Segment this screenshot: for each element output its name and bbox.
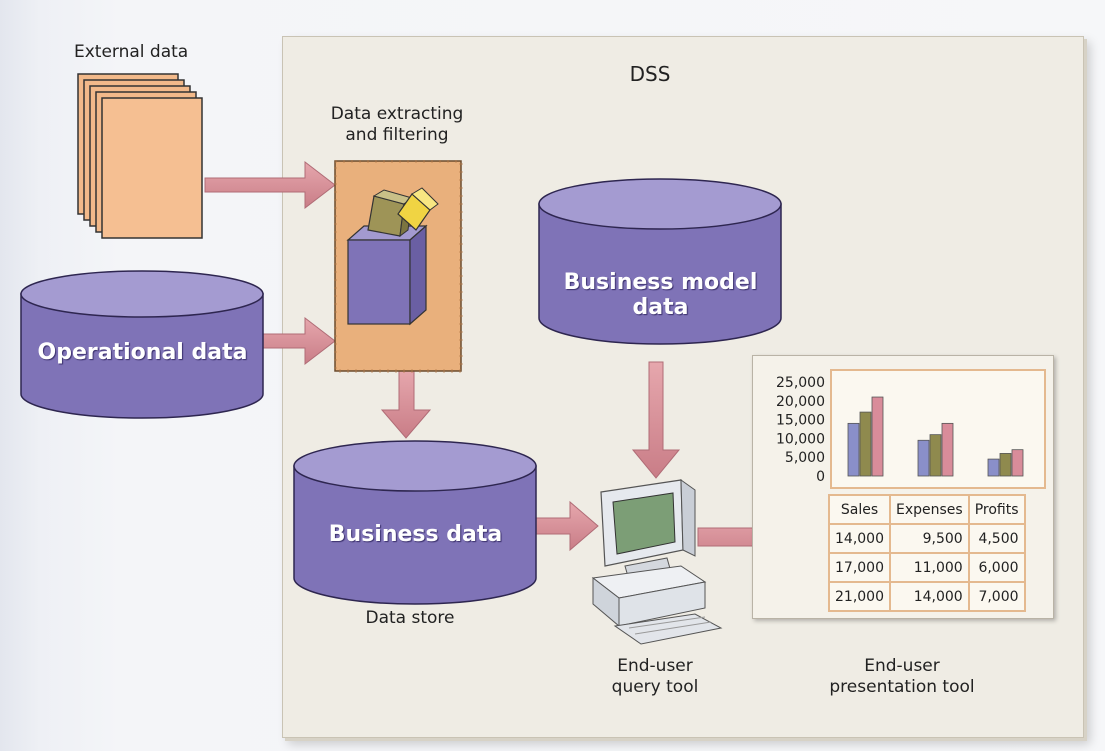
chart-bar — [872, 397, 883, 476]
business-data-cylinder: Business data — [293, 440, 538, 605]
extracting-filter-box — [334, 160, 464, 375]
chart-bar — [860, 412, 871, 476]
arrow-operational-to-filter — [262, 318, 335, 364]
table-header: Expenses — [890, 495, 969, 524]
table-cell: 9,500 — [890, 524, 969, 553]
y-tick-label: 15,000 — [776, 413, 825, 429]
computer-icon — [585, 476, 725, 654]
chart-bar — [942, 423, 953, 476]
arrow-documents-to-filter — [205, 162, 335, 208]
arrow-filter-to-business-data — [382, 370, 430, 438]
y-tick-label: 20,000 — [776, 394, 825, 410]
table-cell: 14,000 — [829, 524, 890, 553]
table-row: 21,000 14,000 7,000 — [829, 582, 1025, 611]
table-cell: 14,000 — [890, 582, 969, 611]
table-header: Sales — [829, 495, 890, 524]
y-tick-label: 0 — [816, 469, 825, 485]
arrow-model-to-query-tool — [633, 362, 679, 478]
filter-cube-icon — [348, 226, 426, 324]
chart-bar — [930, 435, 941, 476]
y-tick-label: 25,000 — [776, 375, 825, 391]
results-table: Sales Expenses Profits 14,000 9,500 4,50… — [828, 494, 1026, 612]
table-header: Profits — [969, 495, 1025, 524]
table-cell: 6,000 — [969, 553, 1025, 582]
operational-data-cylinder: Operational data — [20, 270, 265, 420]
presentation-tool-panel: 25,000 20,000 15,000 10,000 5,000 0 Sales Exp… — [752, 355, 1054, 619]
y-tick-label: 5,000 — [785, 450, 825, 466]
operational-data-label: Operational data — [20, 340, 265, 365]
table-row: 17,000 11,000 6,000 — [829, 553, 1025, 582]
table-header-row: Sales Expenses Profits — [829, 495, 1025, 524]
table-cell: 7,000 — [969, 582, 1025, 611]
chart-bar — [918, 440, 929, 476]
chart-bar — [1000, 453, 1011, 476]
chart-bar — [988, 459, 999, 476]
table-row: 14,000 9,500 4,500 — [829, 524, 1025, 553]
business-data-label: Business data — [293, 522, 538, 547]
table-cell: 4,500 — [969, 524, 1025, 553]
table-cell: 11,000 — [890, 553, 969, 582]
table-cell: 17,000 — [829, 553, 890, 582]
chart-bar — [1012, 450, 1023, 476]
business-model-data-label: Business model data — [538, 270, 783, 320]
table-cell: 21,000 — [829, 582, 890, 611]
y-tick-label: 10,000 — [776, 431, 825, 447]
business-model-data-cylinder: Business model data — [538, 178, 783, 348]
mini-bar-chart: 25,000 20,000 15,000 10,000 5,000 0 — [753, 356, 1053, 496]
chart-bar — [848, 423, 859, 476]
